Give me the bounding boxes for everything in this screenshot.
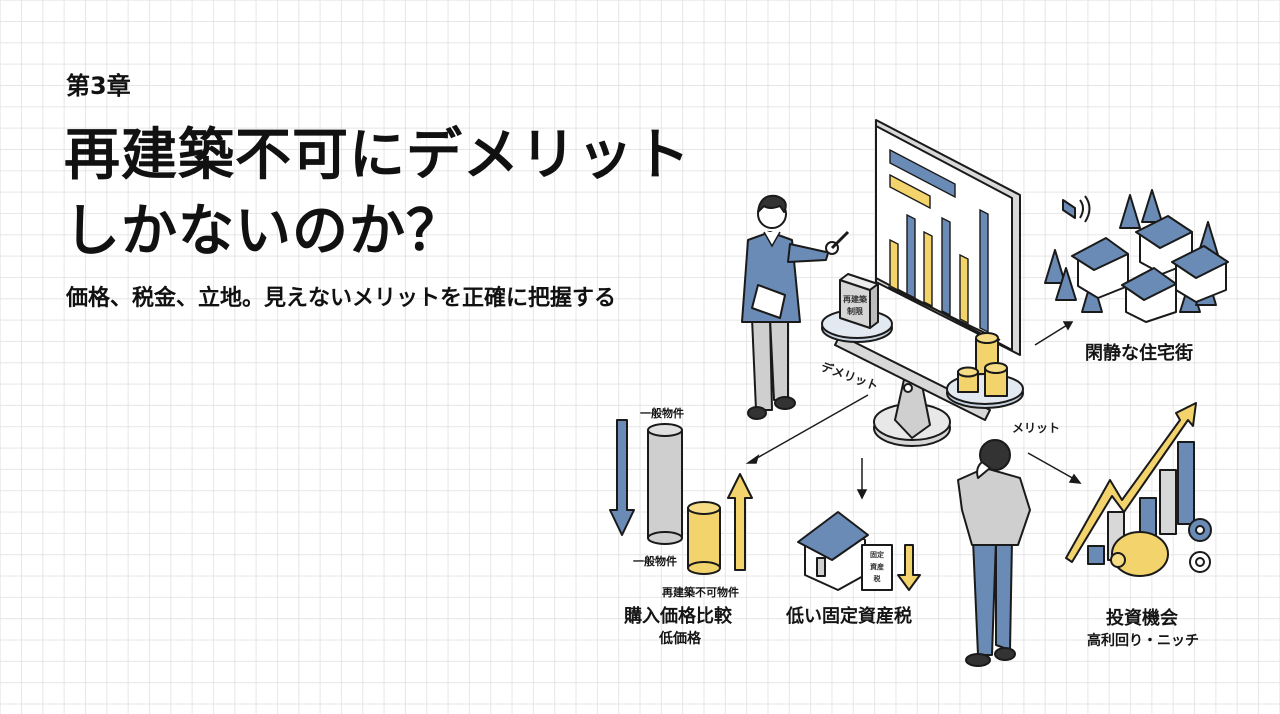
chart-board-icon [875, 119, 1021, 356]
investment-sub: 高利回り・ニッチ [1087, 633, 1199, 649]
svg-text:再建築: 再建築 [843, 294, 868, 304]
scale-right-label: メリット [1012, 421, 1060, 435]
connector-arrows [745, 321, 1082, 500]
subtitle: 価格、税金、立地。見えないメリットを正確に把握する [66, 286, 617, 311]
investment-title: 投資機会 [1106, 608, 1178, 629]
title-line-1: 再建築不可にデメリット [64, 123, 691, 188]
price-compare-sub: 低価格 [659, 631, 701, 647]
price-compare-title: 購入価格比較 [624, 606, 732, 627]
price-top-label: 一般物件 [640, 407, 684, 420]
price-bottom-label: 再建築不可物件 [662, 586, 739, 599]
price-compare-icon [609, 419, 753, 575]
presenter-figure [741, 194, 850, 420]
svg-text:固定: 固定 [870, 550, 884, 559]
price-mid-label: 一般物件 [633, 555, 677, 568]
balance-scale-icon: 再建築 制限 [821, 273, 1024, 447]
svg-text:資産: 資産 [870, 562, 884, 571]
tax-title: 低い固定資産税 [786, 606, 912, 627]
title-line-2: しかないのか？ [64, 199, 463, 264]
svg-text:制限: 制限 [847, 306, 863, 316]
thinking-person-icon [957, 439, 1031, 667]
gear-icon [1188, 518, 1212, 542]
chapter-label: 第3章 [66, 72, 131, 100]
tax-house-icon: 固定 資産 税 [797, 511, 921, 591]
quiet-area-label: 閑静な住宅街 [1085, 343, 1193, 364]
investment-icon [1065, 402, 1212, 577]
svg-text:税: 税 [874, 574, 881, 583]
gear-icon-2 [1189, 551, 1211, 573]
houses-icon [1044, 189, 1229, 323]
page-title: 再建築不可にデメリット しかないのか？ [64, 118, 691, 270]
